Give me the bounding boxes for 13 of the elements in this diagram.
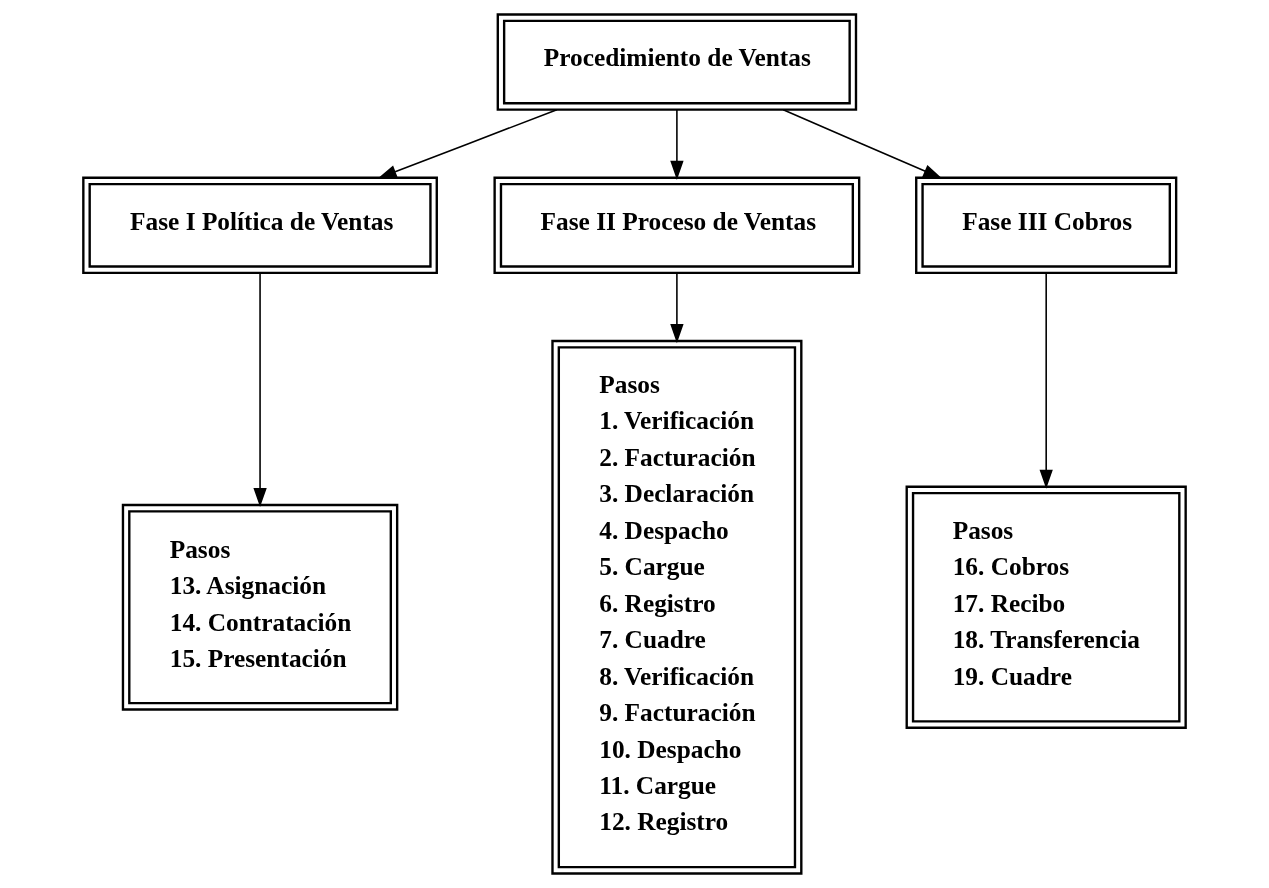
arrow bbox=[253, 272, 267, 508]
node-box: Procedimiento de Ventas bbox=[496, 13, 858, 111]
node-box: Fase I Política de Ventas bbox=[82, 176, 438, 274]
arrow bbox=[782, 108, 943, 179]
arrow bbox=[670, 109, 684, 180]
node-box: Pasos 1. Verificación 2. Facturación 3. Declaración 4. Despacho 5. Cargue 6. Registro 7. Cuadre 8. Verificación 9. Facturación 10. Despacho 11. Cargue 12. Registro bbox=[551, 339, 803, 875]
arrow bbox=[670, 272, 684, 344]
node-box: Fase II Proceso de Ventas bbox=[493, 176, 861, 274]
arrow bbox=[1039, 272, 1053, 489]
node-box: Pasos 16. Cobros 17. Recibo 18. Transferencia 19. Cuadre bbox=[905, 485, 1187, 729]
node-box: Pasos 13. Asignación 14. Contratación 15. Presentación bbox=[121, 503, 399, 711]
node-box: Fase III Cobros bbox=[915, 176, 1178, 274]
arrow bbox=[377, 108, 558, 179]
